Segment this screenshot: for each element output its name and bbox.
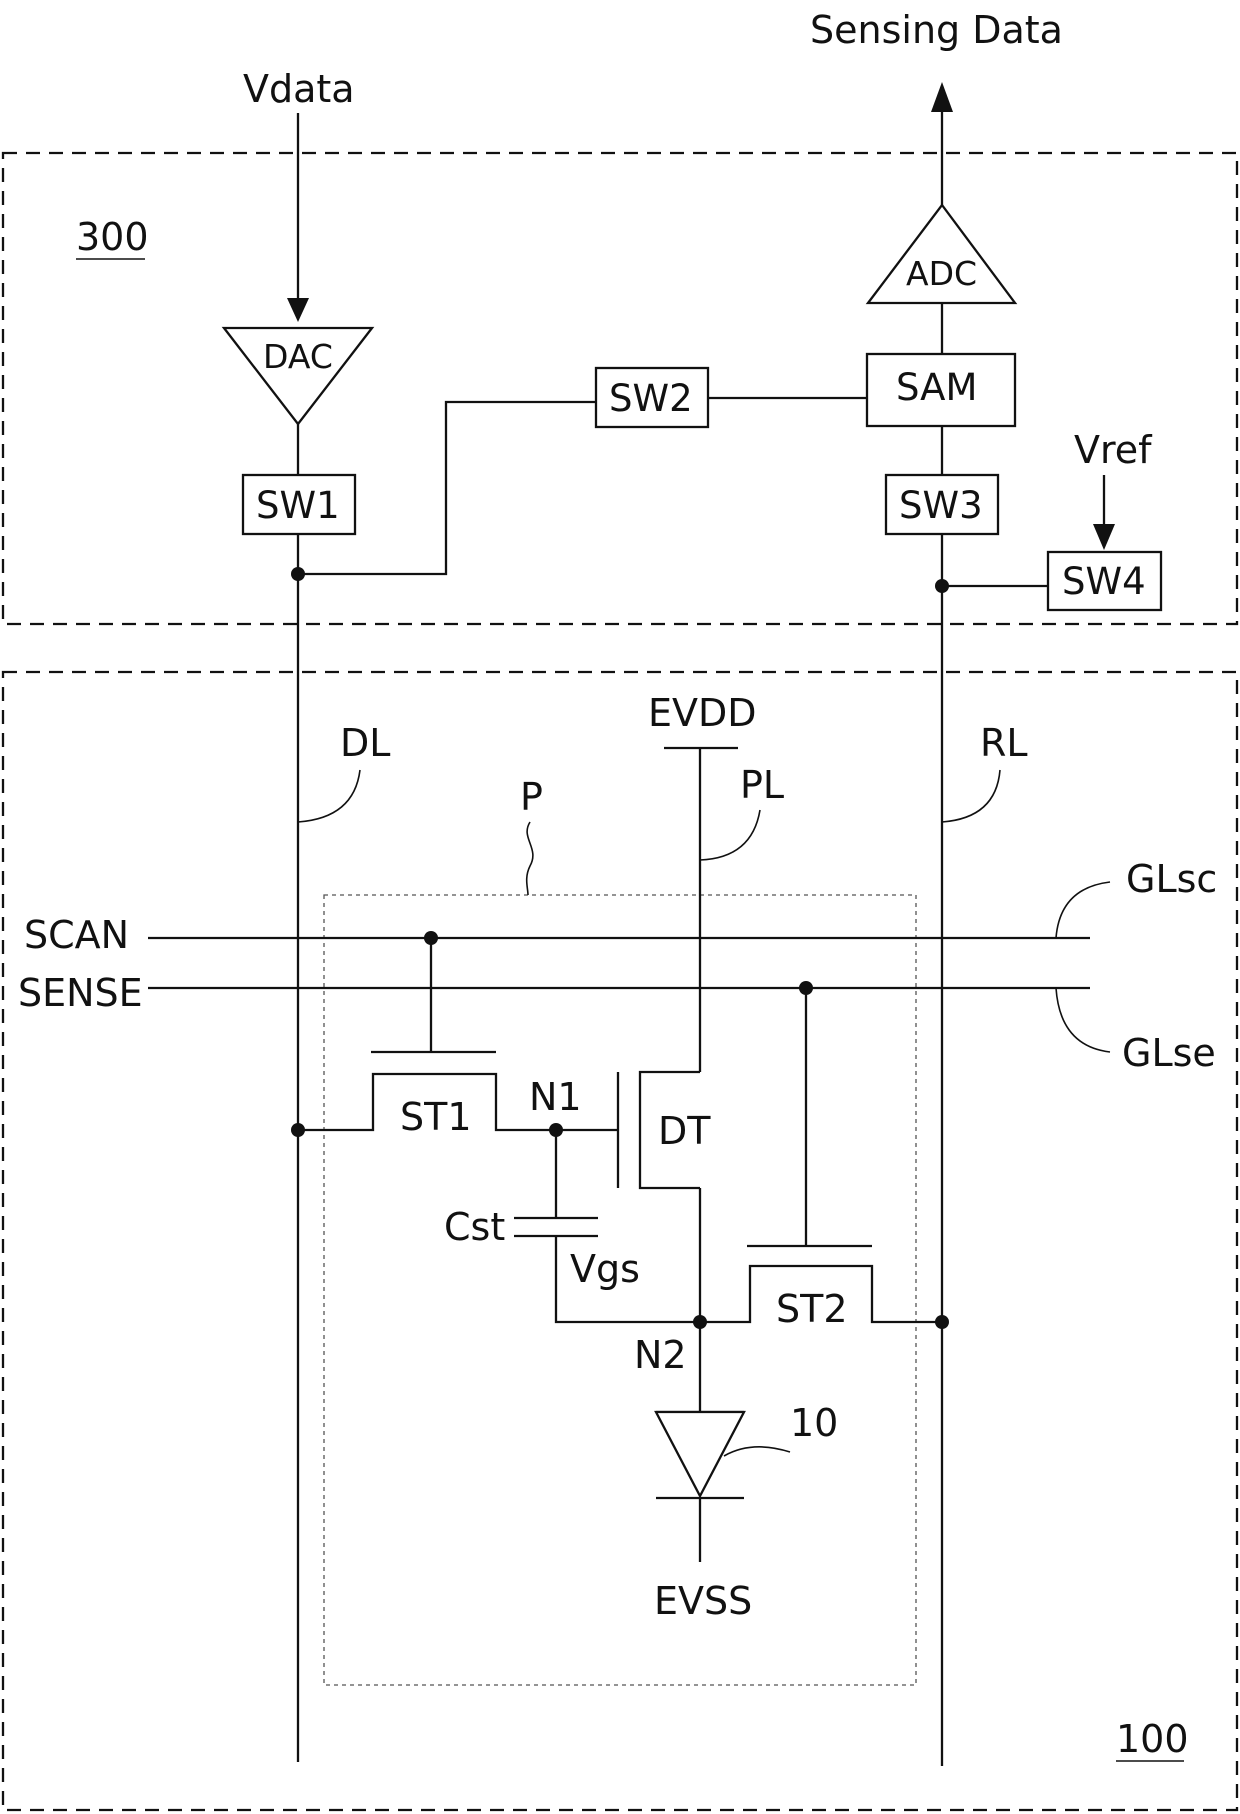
sw3-label: SW3 [899,484,983,527]
n1-label: N1 [529,1075,582,1119]
glsc-label: GLsc [1126,857,1217,901]
adc-label: ADC [906,254,977,293]
sense-label: SENSE [18,971,143,1015]
sw1-label: SW1 [256,484,340,527]
n2-label: N2 [634,1333,687,1377]
sensing-data-label: Sensing Data [810,8,1063,52]
block-300-label: 300 [76,215,149,259]
dl-label: DL [340,721,390,765]
st2-label: ST2 [776,1287,848,1331]
vref-label: Vref [1074,428,1153,472]
evdd-label: EVDD [648,691,757,735]
vgs-label: Vgs [570,1247,640,1291]
glse-label: GLse [1122,1031,1216,1075]
dac-label: DAC [263,337,333,376]
vdata-label: Vdata [243,67,355,111]
dl-st1-node-dot [291,1123,305,1137]
st1-label: ST1 [400,1095,472,1139]
cst-label: Cst [444,1205,505,1249]
pl-label: PL [740,763,784,807]
glsc-leader [1056,882,1110,938]
rl-st2-node-dot [935,1315,949,1329]
block-100-label: 100 [1116,1717,1189,1761]
pixel-p-label: P [520,775,543,819]
rl-leader [942,770,1000,822]
block-100-boundary [3,672,1237,1810]
vref-arrowhead [1093,524,1115,550]
dt-label: DT [658,1109,711,1153]
glse-leader [1056,988,1110,1052]
dl-leader [298,770,360,822]
pixel-p-leader [527,822,533,895]
oled-reference-label: 10 [790,1401,838,1445]
vdata-arrowhead [287,298,309,322]
rl-label: RL [980,721,1028,765]
oled-leader [724,1447,790,1456]
sam-label: SAM [896,366,977,409]
pl-leader [700,810,760,860]
scan-label: SCAN [24,913,129,957]
sw2-label: SW2 [609,377,693,420]
sensing-data-arrowhead [931,82,953,112]
oled-diode-triangle [656,1412,744,1496]
evss-label: EVSS [654,1579,752,1623]
sw4-label: SW4 [1062,560,1146,603]
